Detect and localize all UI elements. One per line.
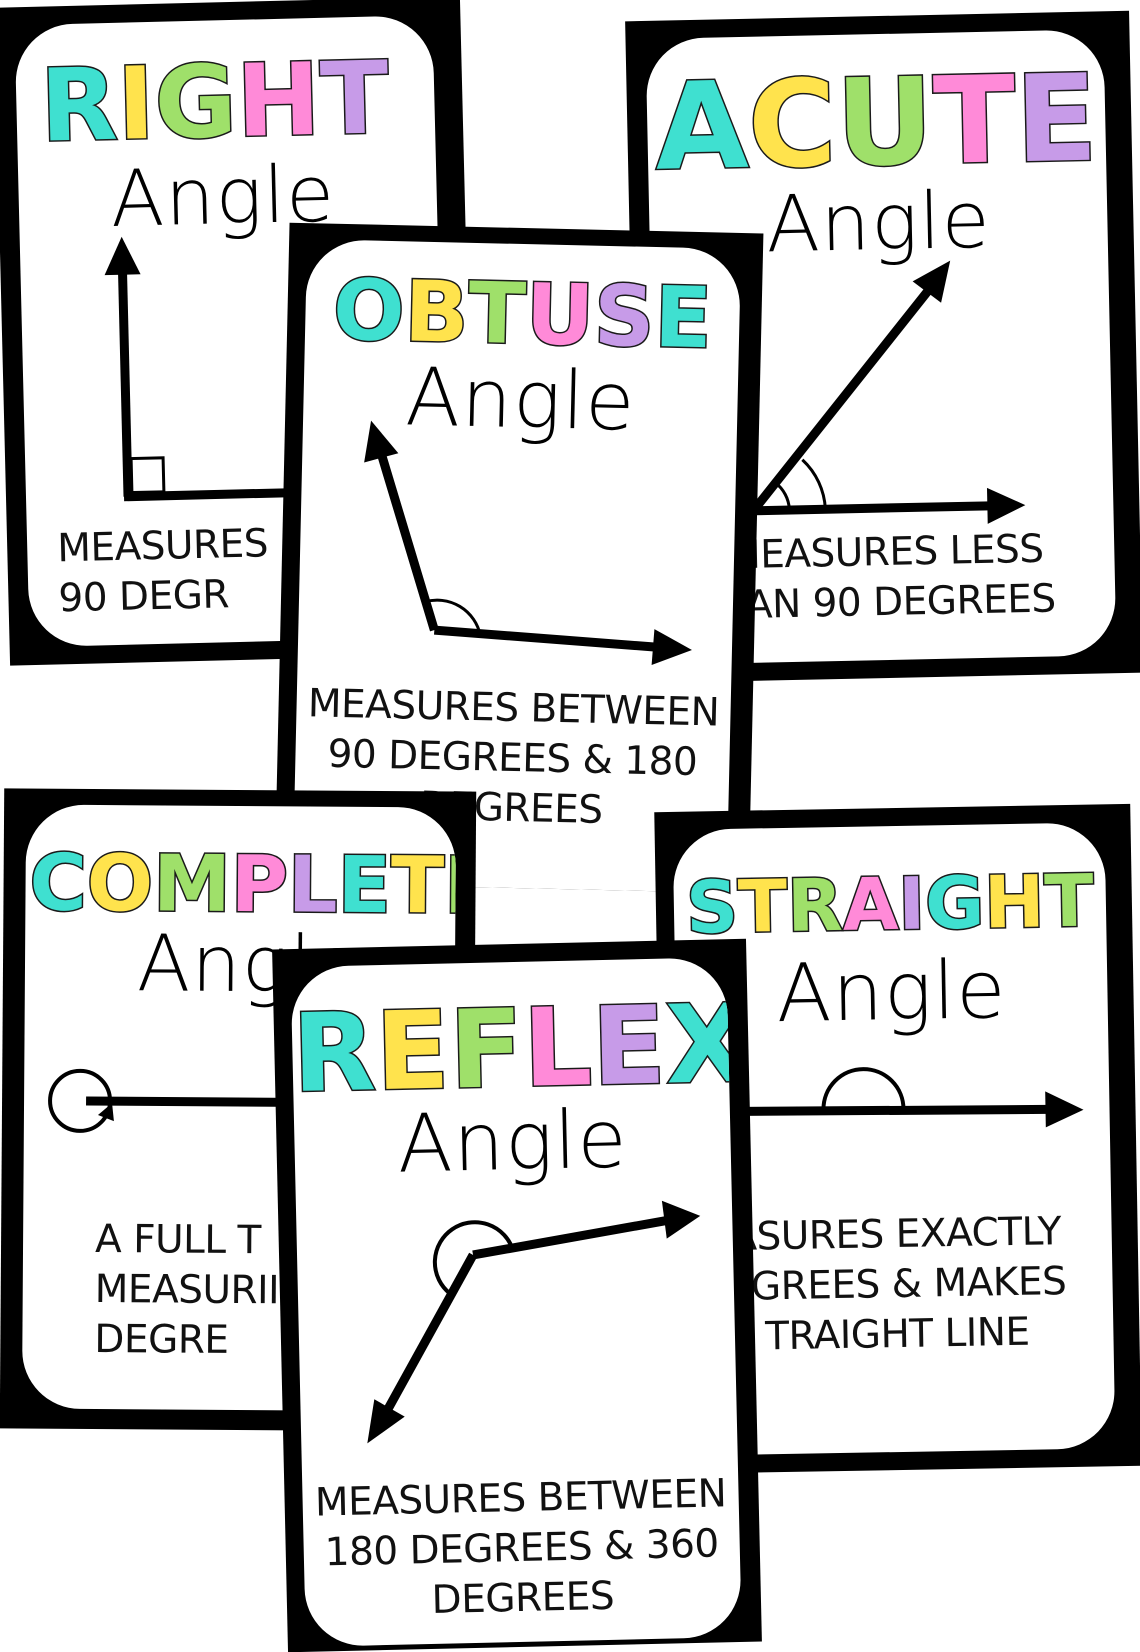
- description-line: DEGREES: [431, 1573, 615, 1623]
- description-line: 180 DEGREES & 360: [324, 1521, 720, 1576]
- description-line: 90 DEGREES & 180: [327, 731, 698, 785]
- acute-angle-diagram: [749, 260, 1026, 524]
- obtuse-angle-diagram: [364, 420, 692, 666]
- reflex-angle-diagram: [367, 1200, 701, 1444]
